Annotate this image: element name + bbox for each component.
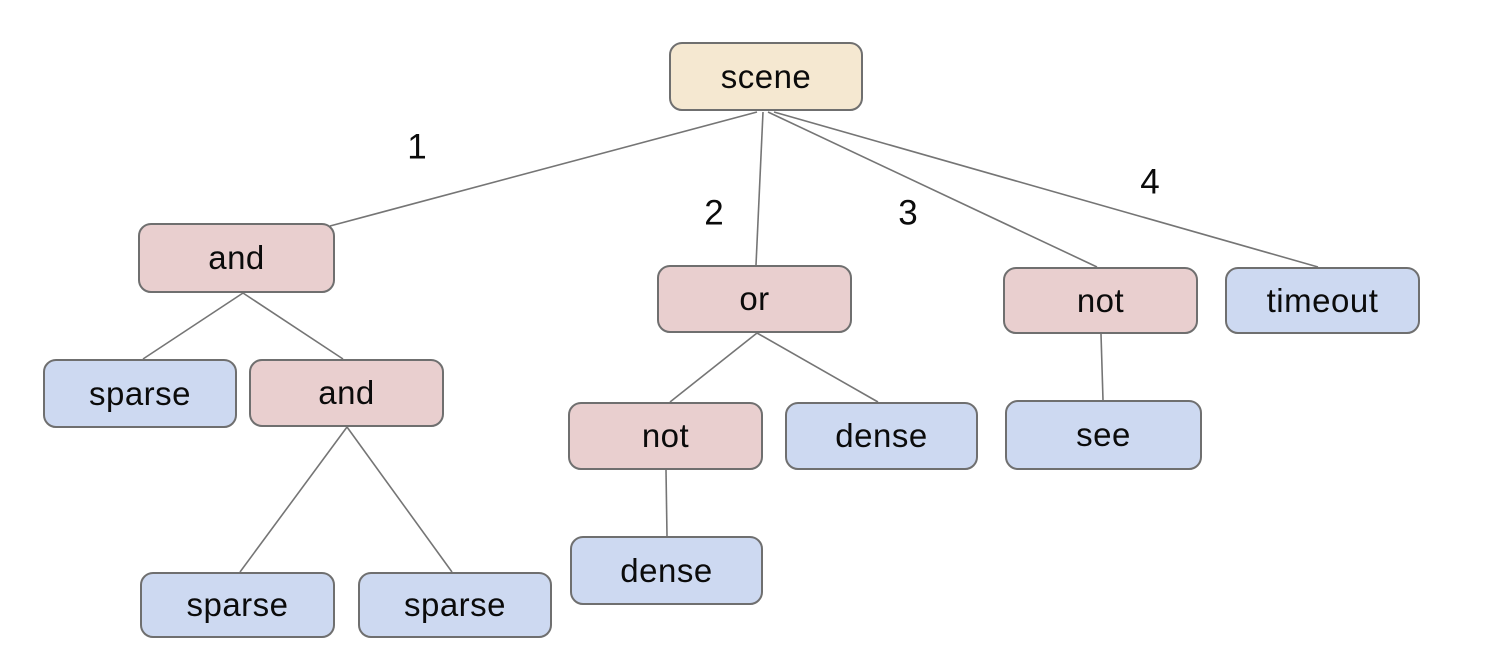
tree-node-sparse1: sparse: [43, 359, 237, 428]
node-label: sparse: [186, 586, 289, 623]
node-label: sparse: [88, 374, 192, 412]
edge-label-4: 4: [1140, 162, 1160, 202]
tree-node-sparse3: sparse: [358, 572, 552, 638]
tree-node-not1: not: [1003, 267, 1198, 334]
node-label: and: [208, 239, 265, 276]
node-label: timeout: [1266, 281, 1379, 319]
edge-scene-not1: [767, 111, 1098, 268]
node-label: not: [641, 417, 690, 454]
tree-node-and1: and: [138, 223, 335, 293]
edge-and2-sparse3: [346, 426, 453, 573]
edge-scene-timeout: [773, 111, 1319, 268]
node-label: sparse: [403, 586, 507, 623]
tree-node-scene: scene: [669, 42, 863, 111]
node-label: and: [318, 374, 375, 411]
node-label: or: [739, 280, 770, 317]
node-label: dense: [835, 417, 928, 454]
edge-scene-and1: [329, 111, 758, 227]
node-label: scene: [720, 57, 812, 95]
node-label: see: [1076, 416, 1131, 453]
tree-node-timeout: timeout: [1225, 267, 1420, 334]
edge-or1-dense1: [756, 332, 879, 403]
tree-node-not2: not: [568, 402, 763, 470]
edge-not1-see: [1100, 333, 1104, 401]
edge-scene-or1: [755, 111, 764, 266]
edge-label-3: 3: [898, 193, 918, 233]
edge-or1-not2: [669, 332, 758, 403]
tree-node-sparse2: sparse: [140, 572, 335, 638]
edge-label-2: 2: [704, 193, 724, 233]
tree-node-dense2: dense: [570, 536, 763, 605]
node-label: dense: [620, 551, 713, 589]
edge-not2-dense2: [665, 469, 668, 537]
node-label: not: [1076, 281, 1125, 319]
edge-label-1: 1: [407, 127, 427, 167]
tree-node-dense1: dense: [785, 402, 978, 470]
edge-and2-sparse2: [239, 426, 348, 573]
edge-and1-and2: [242, 292, 344, 360]
tree-node-or1: or: [657, 265, 852, 333]
tree-node-and2: and: [249, 359, 444, 427]
edge-and1-sparse1: [142, 292, 244, 360]
tree-node-see: see: [1005, 400, 1202, 470]
